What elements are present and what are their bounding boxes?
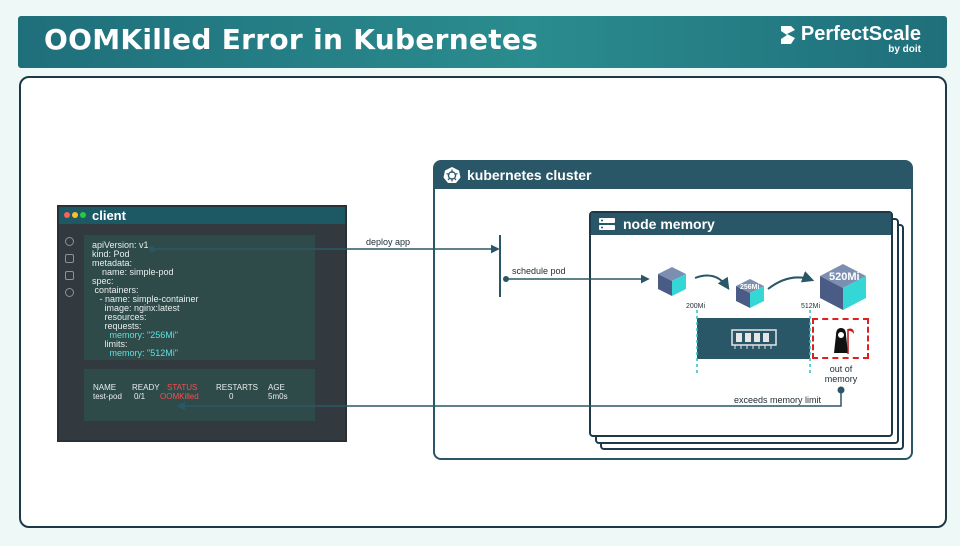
close-dot-icon (64, 212, 70, 218)
minimize-dot-icon (72, 212, 78, 218)
brand-name: PerfectScale (800, 23, 921, 45)
deploy-arrow-start (149, 246, 155, 252)
cube-arrow-2 (767, 271, 815, 290)
client-title-bar: client (59, 207, 345, 224)
memory-chip-icon (731, 329, 777, 349)
exceeds-label: exceeds memory limit (734, 395, 822, 405)
cube-256mi-label: 256Mi (740, 284, 760, 291)
yaml-line: requests: (92, 321, 142, 331)
status-header-age: AGE (268, 383, 285, 392)
node-title-bar: node memory (591, 213, 891, 235)
yaml-line: metadata: (92, 258, 133, 268)
schedule-label: schedule pod (512, 266, 566, 276)
yaml-line: resources: (92, 312, 147, 322)
brand-sub: by doit (888, 44, 921, 55)
yaml-line: name: simple-pod (92, 267, 174, 277)
yaml-line: kind: Pod (92, 249, 130, 259)
grim-reaper-icon (834, 328, 854, 354)
status-header-name: NAME (93, 383, 117, 392)
schedule-arrow-start (503, 276, 509, 282)
status-header-restarts: RESTARTS (216, 383, 258, 392)
status-value-ready: 0/1 (134, 392, 146, 401)
status-header-status: STATUS (167, 383, 198, 392)
deploy-label: deploy app (366, 237, 411, 247)
cluster-title-bar: kubernetes cluster (435, 162, 911, 189)
cube-520mi-icon (820, 264, 866, 310)
yaml-line: spec: (92, 276, 114, 286)
client-title: client (92, 208, 126, 223)
maximize-dot-icon (80, 212, 86, 218)
yaml-line: memory: "512Mi" (92, 348, 178, 358)
target-icon (65, 288, 74, 297)
oom-line-2: memory (824, 374, 858, 384)
status-value-age: 5m0s (268, 392, 288, 401)
server-icon (599, 218, 615, 230)
yaml-line: apiVersion: v1 (92, 240, 149, 250)
pod-cube-icon (658, 267, 686, 296)
yaml-line: image: nginx:latest (92, 303, 180, 313)
yaml-line: - name: simple-container (92, 294, 199, 304)
mark-512mi-label: 512Mi (801, 303, 821, 310)
image-icon (65, 271, 74, 280)
status-header-ready: READY (132, 383, 160, 392)
kubernetes-icon (443, 167, 461, 183)
square-icon (65, 254, 74, 263)
exceeds-arrow (176, 390, 842, 411)
cube-520mi-label: 520Mi (829, 271, 860, 283)
perfectscale-logo-icon (780, 25, 795, 44)
memory-bar (697, 318, 810, 359)
status-value-status: OOMKilled (160, 392, 199, 401)
kubectl-status-panel: NAME READY STATUS RESTARTS AGE test-pod … (84, 369, 315, 421)
status-value-restarts: 0 (229, 392, 234, 401)
cluster-title: kubernetes cluster (467, 167, 592, 183)
oom-line-1: out of (829, 364, 853, 374)
status-value-name: test-pod (93, 392, 122, 401)
out-of-memory-label: out of memory (818, 364, 864, 384)
title-banner: OOMKilled Error in Kubernetes PerfectSca… (18, 16, 947, 68)
mark-200mi-label: 200Mi (686, 303, 706, 310)
node-title: node memory (623, 216, 715, 232)
cube-256mi-icon (736, 279, 764, 308)
yaml-line: containers: (92, 285, 139, 295)
info-icon (65, 237, 74, 246)
page-title: OOMKilled Error in Kubernetes (44, 23, 539, 56)
yaml-line: limits: (92, 339, 128, 349)
cube-arrow-1 (694, 274, 730, 290)
brand: PerfectScale by doit (777, 23, 921, 55)
yaml-line: memory: "256Mi" (92, 330, 178, 340)
out-of-memory-box (812, 318, 869, 359)
exceeds-arrow-start (837, 386, 845, 394)
